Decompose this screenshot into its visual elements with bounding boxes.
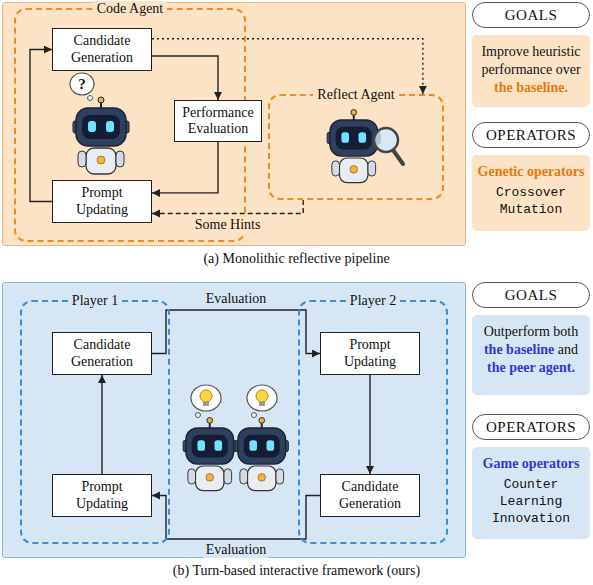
card-body: Outperform both the baseline and the pee… [472, 315, 590, 395]
box-text: Prompt Updating [324, 337, 416, 369]
card-body: Genetic operatorsCrossoverMutation [472, 155, 590, 231]
info-card: OPERATORS Genetic operatorsCrossoverMutat… [472, 122, 590, 231]
panel-caption: (a) Monolithic reflective pipeline [0, 250, 593, 268]
group-title: Code Agent [93, 1, 168, 16]
process-box: Candidate Generation [52, 28, 152, 71]
box-text: Candidate Generation [56, 33, 148, 65]
edge-label: Evaluation [203, 291, 270, 307]
process-box: Prompt Updating [52, 474, 152, 517]
card-text: Improve heuristic performance over [481, 44, 580, 77]
flow-arrow [101, 375, 102, 474]
card-heading: OPERATORS [486, 127, 576, 143]
info-card: GOALS Outperform both the baseline and th… [472, 282, 590, 395]
group-title: Reflect Agent [313, 87, 398, 102]
pipeline-panel: (a) Monolithic reflective pipelineCode A… [2, 2, 466, 246]
card-text: the peer agent. [487, 360, 575, 375]
group-title: Player 1 [68, 293, 122, 308]
box-text: Prompt Updating [56, 185, 148, 217]
pipeline-panel: (b) Turn-based interactive framework (ou… [2, 282, 466, 558]
code-agent-robot [70, 73, 129, 174]
card-header: GOALS [472, 282, 590, 308]
info-card: OPERATORS Game operatorsCounterLearningIn… [472, 414, 590, 539]
process-box: Prompt Updating [52, 180, 152, 223]
bubble-symbol: ? [78, 76, 86, 92]
flow-arrow [152, 496, 320, 540]
card-text: Game operators [477, 455, 585, 473]
card-text: Mutation [477, 202, 585, 219]
info-card: GOALS Improve heuristic performance over … [472, 2, 590, 107]
player-robots [183, 385, 288, 491]
card-text: the baseline [484, 342, 554, 357]
caption-text: (b) Turn-based interactive framework (ou… [173, 563, 420, 578]
card-text: Crossover [477, 185, 585, 202]
group-label: Player 1 [22, 292, 168, 310]
flow-arrow [30, 50, 52, 202]
agent-group: Player 2Prompt UpdatingCandidate Generat… [298, 300, 448, 544]
group-label: Code Agent [16, 0, 244, 18]
card-header: GOALS [472, 2, 590, 28]
box-text: Performance Evaluation [178, 105, 258, 137]
card-body: Improve heuristic performance over the b… [472, 35, 590, 107]
edge-label: Some Hints [192, 217, 264, 233]
edge-label: Evaluation [203, 542, 270, 558]
card-text: Counter [477, 477, 585, 494]
flow-arrow [369, 375, 370, 474]
agent-group: Player 1Candidate GenerationPrompt Updat… [20, 300, 170, 544]
caption-text: (a) Monolithic reflective pipeline [203, 251, 389, 266]
thought-dot [88, 96, 93, 101]
card-text: Innovation [477, 511, 585, 528]
card-text: Learning [477, 494, 585, 511]
card-text: Outperform both [484, 324, 578, 339]
reflect-agent-robot [327, 110, 403, 183]
dashed-arrow [152, 39, 423, 94]
process-box: Candidate Generation [52, 332, 152, 375]
card-heading: OPERATORS [486, 419, 576, 435]
magnifier-lens [374, 128, 398, 152]
card-header: OPERATORS [472, 122, 590, 148]
card-text: and [558, 342, 578, 357]
box-text: Candidate Generation [56, 337, 148, 369]
thought-bubble [70, 73, 94, 95]
process-box: Performance Evaluation [174, 100, 262, 142]
group-label: Player 2 [300, 292, 446, 310]
box-text: Prompt Updating [56, 479, 148, 511]
box-text: Candidate Generation [324, 479, 416, 511]
card-body: Game operatorsCounterLearningInnovation [472, 447, 590, 539]
flow-arrow [152, 56, 218, 100]
agent-group: Reflect Agent [268, 94, 444, 200]
flow-arrow [152, 142, 218, 193]
card-header: OPERATORS [472, 414, 590, 440]
process-box: Prompt Updating [320, 332, 420, 375]
panel-caption: (b) Turn-based interactive framework (ou… [0, 562, 593, 580]
process-box: Candidate Generation [320, 474, 420, 517]
dashed-arrow [152, 200, 303, 214]
flow-arrow [152, 310, 320, 354]
magnifier-handle [393, 150, 403, 164]
card-text: the baseline. [494, 80, 568, 95]
card-heading: GOALS [505, 7, 558, 23]
card-text: Genetic operators [477, 163, 585, 181]
group-label: Reflect Agent [270, 86, 442, 104]
group-title: Player 2 [346, 293, 400, 308]
card-heading: GOALS [505, 287, 558, 303]
